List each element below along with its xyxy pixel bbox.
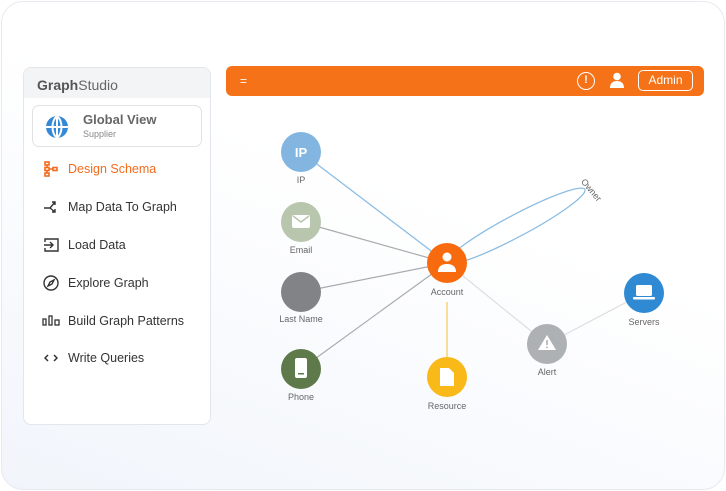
sidebar-item-label: Explore Graph (68, 276, 149, 290)
node-ip[interactable]: IP IP (281, 132, 321, 185)
svg-text:Last Name: Last Name (279, 314, 323, 324)
sidebar-item-label: Write Queries (68, 351, 145, 365)
sidebar-item-write-queries[interactable]: Write Queries (42, 348, 144, 368)
menu-icon[interactable]: = (240, 74, 248, 88)
map-icon (42, 199, 60, 215)
patterns-icon (42, 313, 60, 329)
svg-text:Email: Email (290, 245, 313, 255)
svg-text:Servers: Servers (628, 317, 660, 327)
node-resource[interactable]: Resource (427, 357, 467, 411)
globe-icon (46, 115, 68, 139)
svg-text:Resource: Resource (428, 401, 467, 411)
edge-ip-account (300, 151, 448, 264)
edge-label-owner: Owner (579, 177, 604, 204)
sidebar-item-design-schema[interactable]: Design Schema (42, 159, 156, 179)
schema-icon (42, 161, 60, 177)
sidebar-item-load-data[interactable]: Load Data (42, 235, 126, 255)
sidebar-item-label: Design Schema (68, 162, 157, 176)
sidebar-item-explore-graph[interactable]: Explore Graph (42, 273, 149, 293)
compass-icon (42, 275, 60, 291)
workspace-selector[interactable]: Global View Supplier (32, 105, 202, 147)
brand-logo: GraphStudio (24, 68, 210, 98)
edge-phone-account (300, 262, 448, 370)
admin-button[interactable]: Admin (638, 70, 693, 91)
load-icon (42, 237, 60, 253)
node-phone[interactable]: Phone (281, 349, 321, 402)
top-bar: = ! Admin (226, 66, 704, 96)
svg-text:Alert: Alert (538, 367, 557, 377)
sidebar: GraphStudio Global View Supplier Design … (23, 67, 211, 425)
alert-icon[interactable]: ! (577, 72, 595, 90)
edge-lastname-account (300, 262, 448, 293)
user-icon[interactable] (610, 72, 624, 88)
document-icon (440, 368, 454, 386)
node-alert[interactable]: Alert (527, 324, 567, 377)
svg-text:Account: Account (431, 287, 464, 297)
edge-email-account (300, 221, 448, 264)
sidebar-item-label: Map Data To Graph (68, 200, 177, 214)
node-email[interactable]: Email (281, 202, 321, 255)
workspace-title: Global View (83, 112, 157, 127)
code-icon (42, 350, 60, 366)
sidebar-item-build-patterns[interactable]: Build Graph Patterns (42, 311, 184, 331)
node-servers[interactable]: Servers (624, 273, 664, 327)
warning-icon (538, 335, 556, 350)
sidebar-item-label: Load Data (68, 238, 126, 252)
svg-text:Phone: Phone (288, 392, 314, 402)
svg-text:IP: IP (297, 175, 306, 185)
user-icon (438, 252, 456, 272)
node-last-name[interactable]: Last Name (279, 272, 323, 324)
edge-account-alert (446, 262, 548, 345)
node-account[interactable]: Account (427, 243, 467, 297)
mail-icon (292, 215, 310, 228)
ip-icon: IP (295, 145, 308, 160)
sidebar-item-label: Build Graph Patterns (68, 314, 185, 328)
phone-icon (295, 358, 307, 378)
workspace-subtitle: Supplier (83, 129, 117, 139)
sidebar-item-map-data[interactable]: Map Data To Graph (42, 197, 177, 217)
laptop-icon (633, 285, 655, 300)
graph-edges: Owner (300, 151, 645, 370)
